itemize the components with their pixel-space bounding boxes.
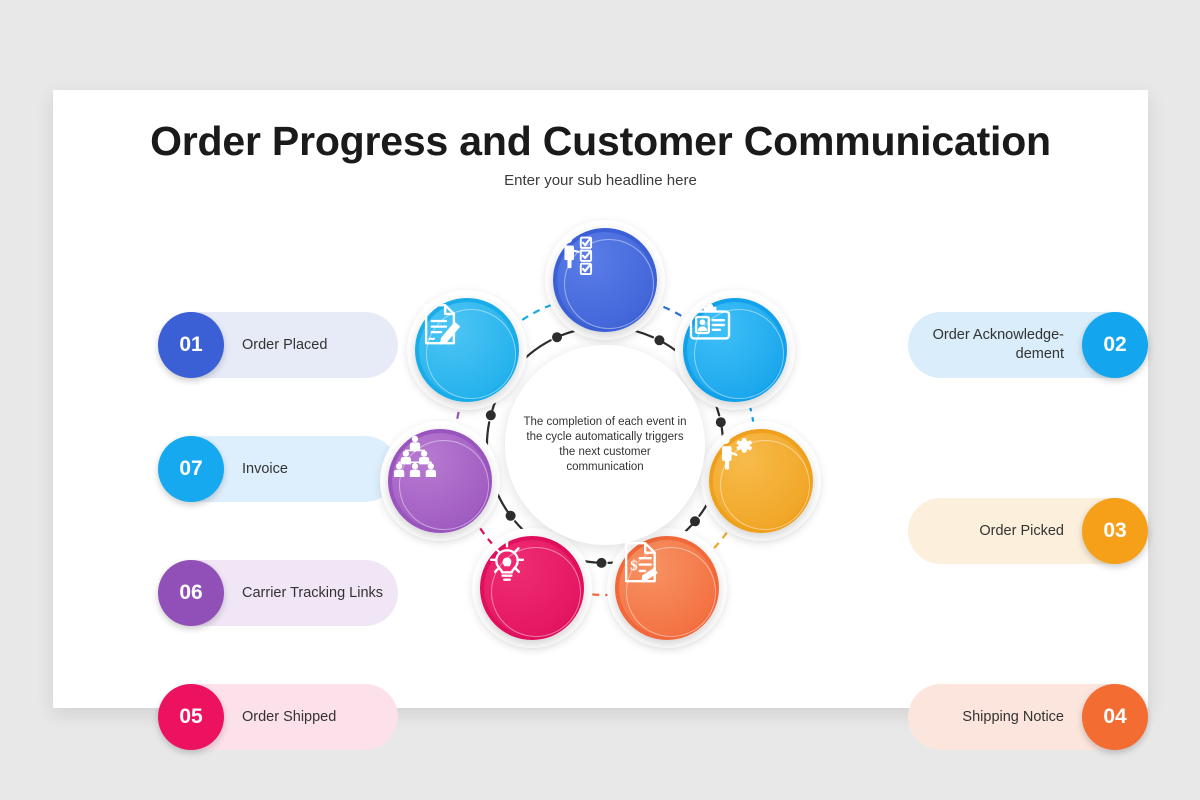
cycle-node-07[interactable] [415,298,519,402]
cycle-node-inner-ring [564,239,654,329]
arc-end-dot [505,510,516,521]
lightbulb-icon [489,540,525,581]
step-number-badge: 03 [1082,498,1148,564]
flow-arrow [689,498,747,570]
step-number-badge: 04 [1082,684,1148,750]
arc-end-dot [715,417,726,428]
document-pen-icon [424,303,461,345]
step-pill-01[interactable]: 01 Order Placed [158,312,398,378]
step-number-badge: 06 [158,560,224,626]
cycle-node-inner-ring [720,440,810,530]
step-pill-02[interactable]: 02 Order Acknowledge-dement [908,312,1148,378]
cycle-node-inner-ring [426,309,516,399]
cycle-node-inner-ring [626,547,716,637]
step-number-badge: 05 [158,684,224,750]
cycle-node-04[interactable]: $ [615,536,719,640]
step-pill-label: Order Placed [242,336,328,353]
cycle-hub: The completion of each event in the cycl… [505,345,705,545]
flow-arrow [501,292,583,337]
step-number-badge: 01 [158,312,224,378]
arc-end-dot [690,516,700,527]
cycle-node-inner-ring [399,440,489,530]
svg-text:$: $ [630,558,638,574]
org-chart-icon [393,435,437,478]
slide-canvas: Order Progress and Customer Communicatio… [53,90,1148,750]
cycle-node-01[interactable] [553,228,657,332]
step-number-badge: 02 [1082,312,1148,378]
cycle-node-inner-ring [694,309,784,399]
step-pill-label: Invoice [242,460,288,477]
page-title: Order Progress and Customer Communicatio… [150,118,1051,164]
cycle-node-06[interactable] [388,429,492,533]
step-number-badge: 07 [158,436,224,502]
step-pill-04[interactable]: 04 Shipping Notice [908,684,1148,750]
person-checklist-icon [563,235,593,275]
invoice-pen-icon: $ [624,541,658,583]
arc-end-dot [596,557,607,568]
cycle-node-02[interactable] [683,298,787,402]
step-pill-06[interactable]: 06 Carrier Tracking Links [158,560,398,626]
page-subtitle: Enter your sub headline here [504,172,697,189]
step-pill-label: Shipping Notice [962,708,1064,725]
person-gear-icon [721,435,753,470]
step-pill-label: Carrier Tracking Links [242,584,384,601]
arc-end-dot [654,335,665,346]
step-pill-03[interactable]: 03 Order Picked [908,498,1148,564]
flow-arrow [453,370,475,458]
cycle-hub-text: The completion of each event in the cycl… [523,415,687,474]
step-pill-label: Order Shipped [242,708,337,725]
flow-arrow [625,295,708,335]
arc-end-dot [485,410,496,421]
step-pill-07[interactable]: 07 Invoice [158,436,398,502]
step-pill-label: Order Picked [979,522,1064,539]
arc-end-dot [552,332,562,343]
step-pill-05[interactable]: 05 Order Shipped [158,684,398,750]
step-pill-label: Order Acknowledge-dement [932,327,1064,362]
cycle-node-05[interactable] [480,536,584,640]
cycle-diagram: $ The completio [370,210,840,680]
id-badge-icon [689,303,731,340]
cycle-node-03[interactable] [709,429,813,533]
cycle-node-inner-ring [491,547,581,637]
